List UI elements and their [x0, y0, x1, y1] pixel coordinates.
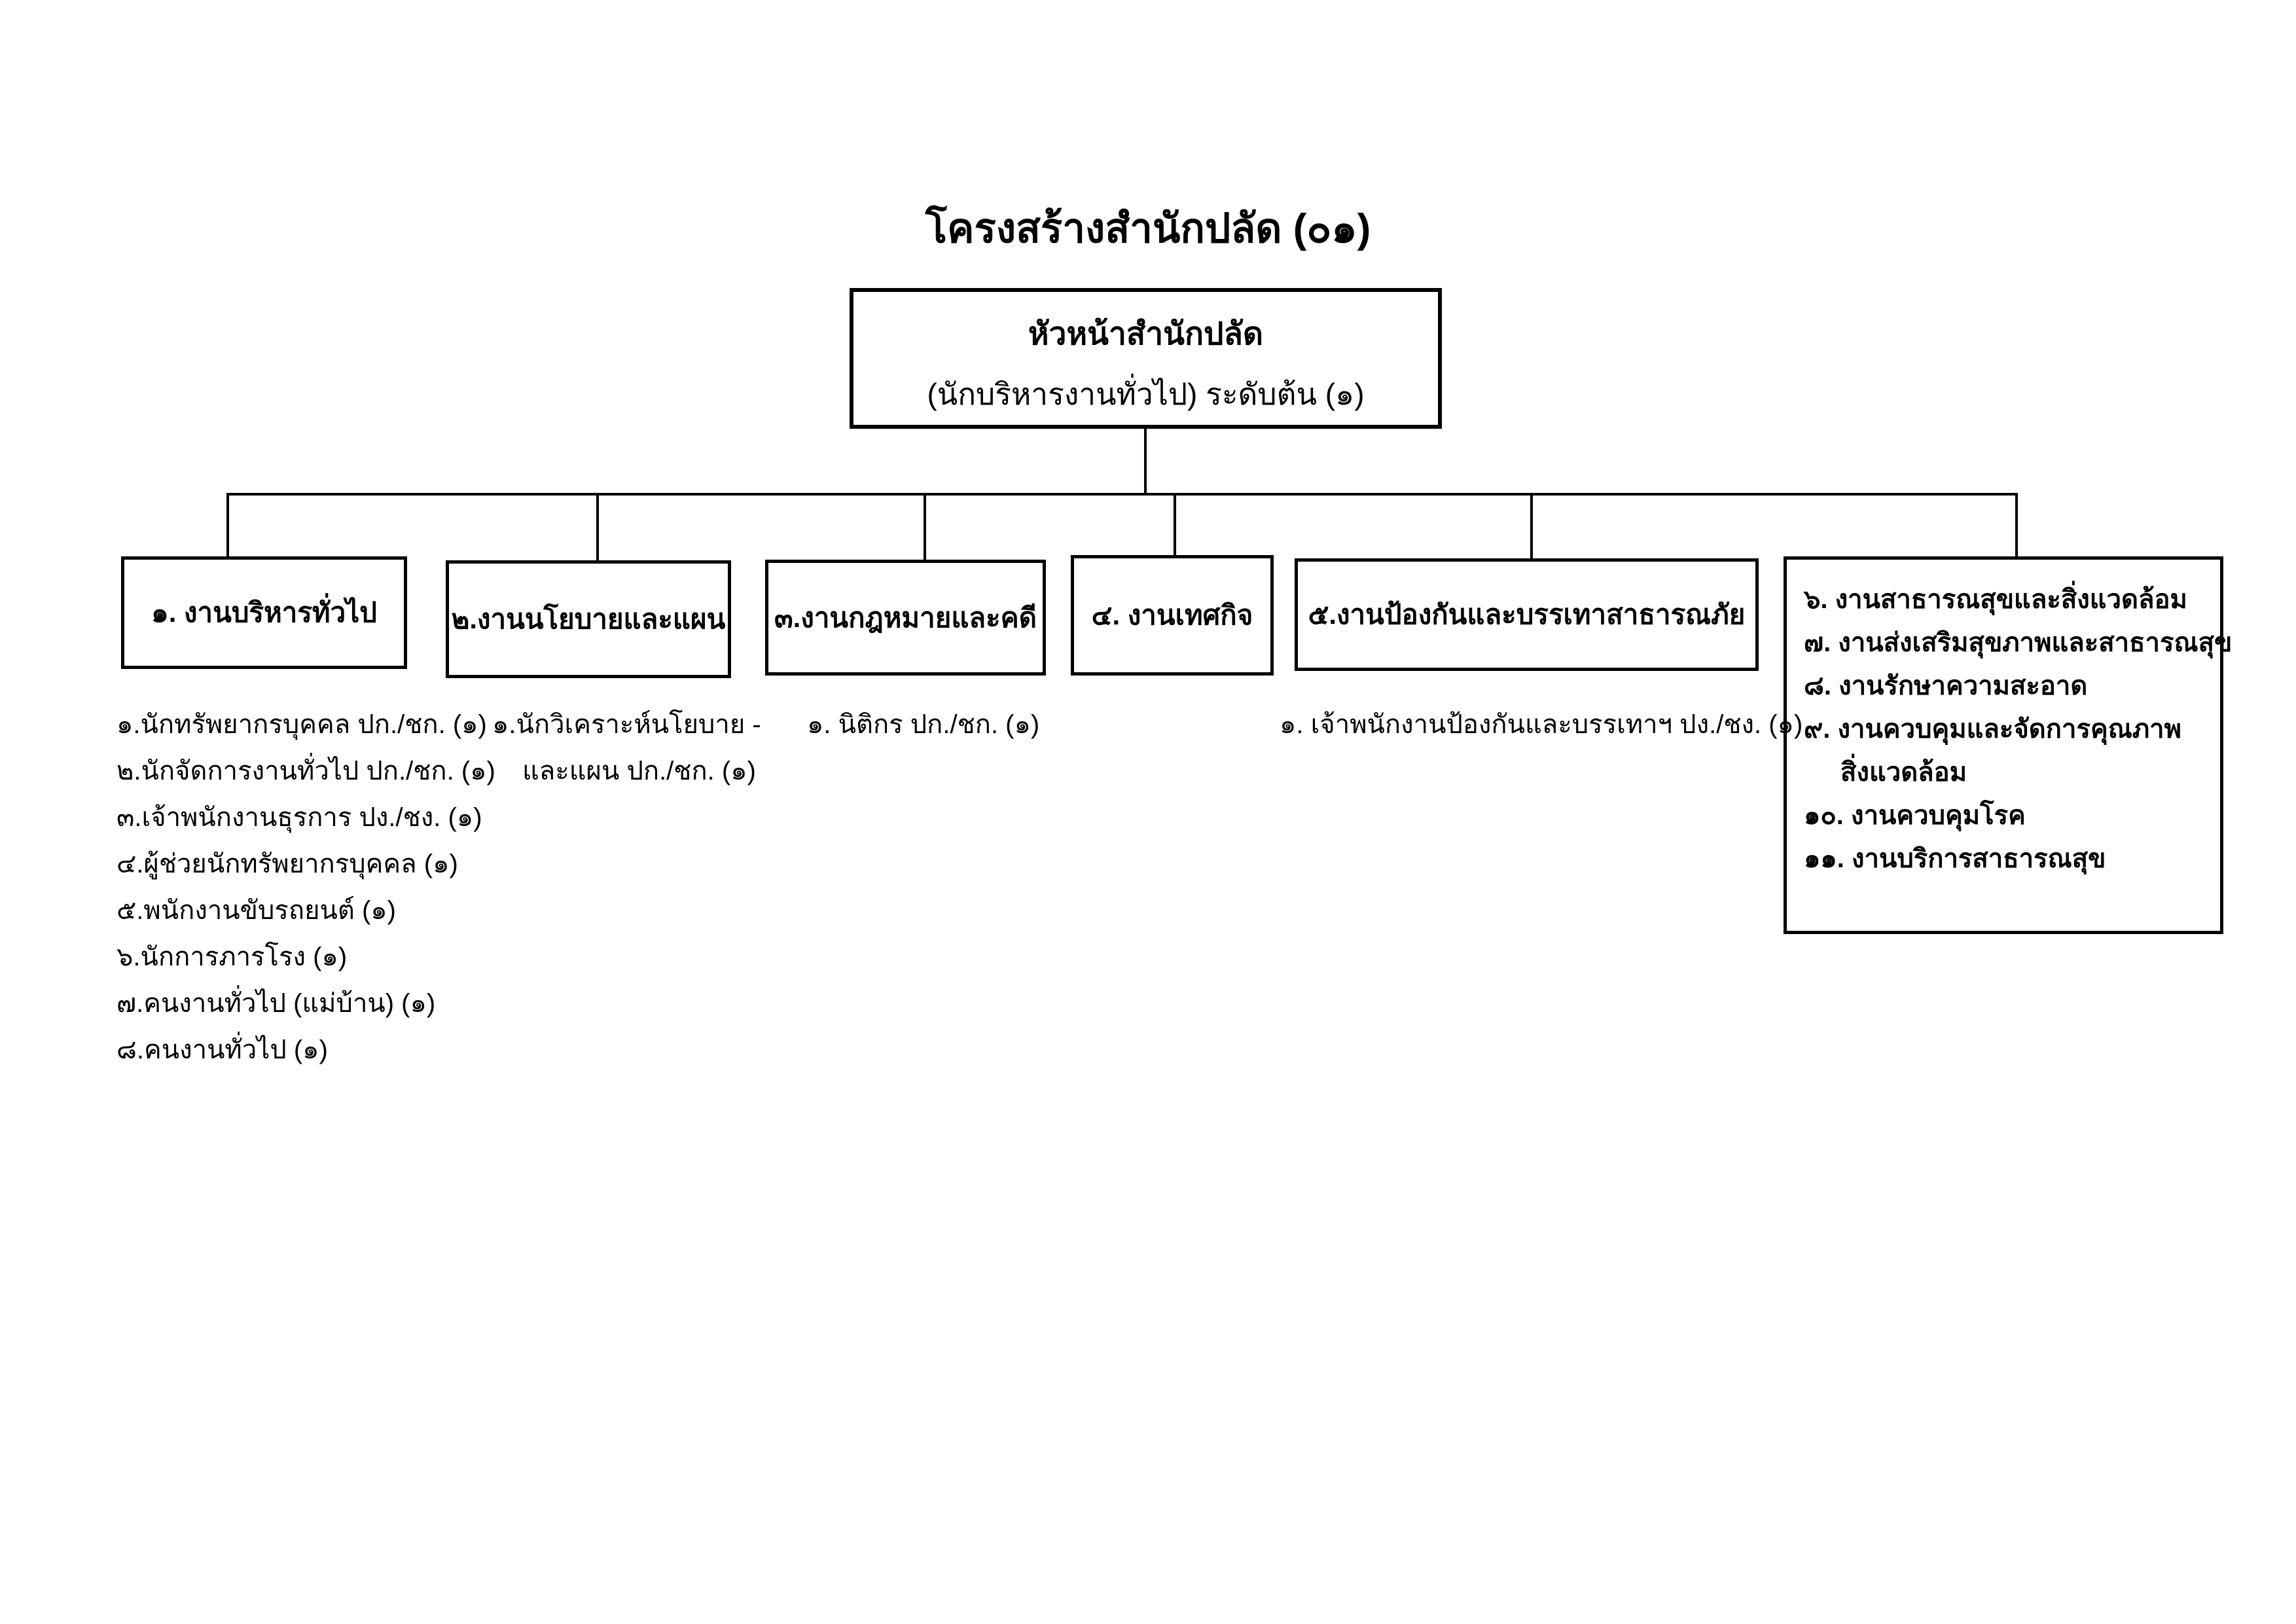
dept-box-label: ๒.งานนโยบายและแผน — [451, 604, 726, 634]
unit-item: ๗. งานส่งเสริมสุขภาพและสาธารณสุข — [1804, 628, 2233, 657]
staff-item: ๓.เจ้าพนักงานธุรการ ปง./ชง. (๑) — [117, 803, 482, 832]
connector-drop-1 — [226, 494, 229, 558]
staff-item: ๑.นักวิเคราะห์นโยบาย - — [492, 710, 761, 739]
connector-drop-5 — [1530, 494, 1533, 560]
staff-item: ๗.คนงานทั่วไป (แม่บ้าน) (๑) — [117, 989, 436, 1018]
staff-item: ๑. เจ้าพนักงานป้องกันและบรรเทาฯ ปง./ชง. … — [1280, 710, 1803, 739]
dept-box-legal-affairs: ๓.งานกฎหมายและคดี — [765, 560, 1046, 676]
root-box-head-of-office: หัวหน้าสำนักปลัด (นักบริหารงานทั่วไป) ระ… — [850, 288, 1442, 429]
unit-item: ๖. งานสาธารณสุขและสิ่งแวดล้อม — [1804, 585, 2187, 614]
staff-list-general-administration: ๑.นักทรัพยากรบุคคล ปก./ชก. (๑) ๒.นักจัดก… — [117, 702, 495, 1074]
connector-drop-4 — [1174, 494, 1176, 556]
connector-drop-3 — [924, 494, 926, 561]
root-box-title: หัวหน้าสำนักปลัด — [1028, 317, 1264, 352]
dept-box-public-health-units: ๖. งานสาธารณสุขและสิ่งแวดล้อม ๗. งานส่งเ… — [1784, 556, 2232, 934]
dept-box-label: ๕.งานป้องกันและบรรเทาสาธารณภัย — [1308, 599, 1746, 630]
connector-drop-6 — [2015, 494, 2018, 558]
unit-item: ๘. งานรักษาความสะอาด — [1804, 672, 2088, 700]
unit-item: ๑๑. งานบริการสาธารณสุข — [1804, 844, 2106, 873]
unit-item-continuation: สิ่งแวดล้อม — [1840, 758, 1967, 787]
unit-line-list: ๖. งานสาธารณสุขและสิ่งแวดล้อม ๗. งานส่งเ… — [1804, 578, 2232, 880]
staff-list-disaster-prevention: ๑. เจ้าพนักงานป้องกันและบรรเทาฯ ปง./ชง. … — [1280, 702, 1803, 748]
staff-item: ๕.พนักงานขับรถยนต์ (๑) — [117, 896, 396, 925]
staff-item: ๑.นักทรัพยากรบุคคล ปก./ชก. (๑) — [117, 710, 487, 739]
connector-drop-2 — [596, 494, 599, 562]
unit-item: ๑๐. งานควบคุมโรค — [1804, 801, 2026, 830]
dept-box-label: ๔. งานเทศกิจ — [1091, 600, 1253, 630]
staff-item: ๑. นิติกร ปก./ชก. (๑) — [807, 710, 1040, 739]
dept-box-disaster-prevention: ๕.งานป้องกันและบรรเทาสาธารณภัย — [1295, 558, 1759, 671]
unit-item: ๙. งานควบคุมและจัดการคุณภาพ — [1804, 715, 2182, 744]
connector-horizontal — [226, 493, 2018, 496]
dept-box-general-administration: ๑. งานบริหารทั่วไป — [121, 556, 407, 669]
staff-item: ๒.นักจัดการงานทั่วไป ปก./ชก. (๑) — [117, 757, 495, 785]
staff-item: ๖.นักการภารโรง (๑) — [117, 943, 348, 971]
staff-item: ๘.คนงานทั่วไป (๑) — [117, 1036, 328, 1064]
staff-list-policy-and-plan: ๑.นักวิเคราะห์นโยบาย - และแผน ปก./ชก. (๑… — [492, 702, 761, 795]
staff-item: ๔.ผู้ช่วยนักทรัพยากรบุคคล (๑) — [117, 850, 458, 878]
page-title: โครงสร้างสำนักปลัด (๐๑) — [925, 206, 1371, 251]
dept-box-label: ๓.งานกฎหมายและคดี — [774, 602, 1037, 633]
connector-root-vertical — [1144, 429, 1147, 494]
staff-item-continuation: และแผน ปก./ชก. (๑) — [522, 757, 756, 785]
staff-list-legal-affairs: ๑. นิติกร ปก./ชก. (๑) — [807, 702, 1039, 748]
root-box-subtitle: (นักบริหารงานทั่วไป) ระดับต้น (๑) — [927, 377, 1365, 411]
dept-box-municipal-inspection: ๔. งานเทศกิจ — [1071, 555, 1274, 676]
dept-box-label: ๑. งานบริหารทั่วไป — [151, 597, 377, 628]
dept-box-policy-and-plan: ๒.งานนโยบายและแผน — [446, 560, 731, 678]
